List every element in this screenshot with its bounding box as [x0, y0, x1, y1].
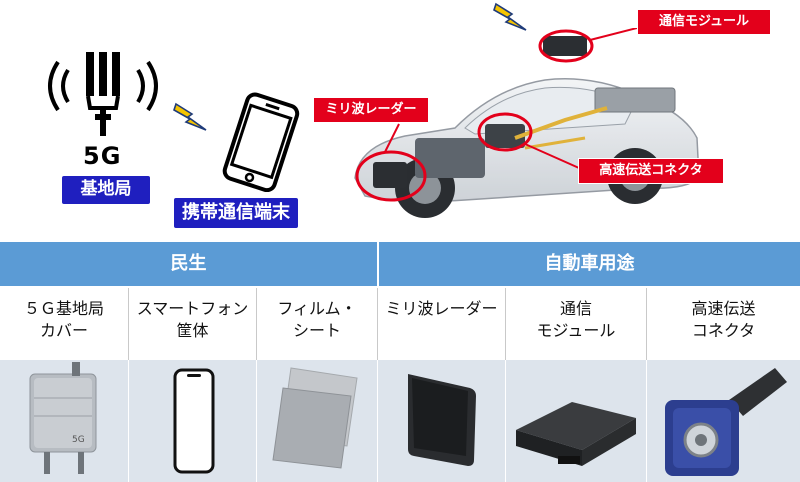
label-5g-base-station-cover: ５Ｇ基地局 カバー	[0, 288, 128, 360]
label-line: ミリ波レーダー	[385, 299, 498, 318]
antenna-cover-icon: 5G	[0, 360, 128, 482]
cover-5g-badge: 5G	[72, 435, 85, 445]
label-line: 通信	[559, 299, 592, 318]
callout-millimeter-radar: ミリ波レーダー	[313, 97, 429, 123]
film-sheet-icon	[256, 360, 377, 482]
label-film-sheet: フィルム・ シート	[256, 288, 377, 360]
label-line: 高速伝送	[691, 299, 756, 318]
label-line: 筐体	[176, 321, 209, 340]
connector-icon	[646, 360, 800, 482]
label-smartphone-housing: スマートフォン 筐体	[128, 288, 256, 360]
label-line: カバー	[39, 321, 88, 340]
label-line: ５Ｇ基地局	[23, 299, 104, 318]
lightning-bolt-icon	[492, 0, 532, 36]
header-consumer: 民生	[0, 242, 377, 286]
base-station-icon	[40, 48, 170, 158]
smartphone-icon	[128, 360, 256, 482]
label-line: スマートフォン	[136, 299, 249, 318]
callout-high-speed-connector: 高速伝送コネクタ	[578, 158, 724, 184]
car-illustration	[345, 28, 705, 238]
radar-module-icon	[377, 360, 505, 482]
mobile-terminal-label: 携帯通信端末	[174, 198, 298, 228]
header-automotive: 自動車用途	[379, 242, 800, 286]
tower-5g-text: 5G	[83, 142, 122, 170]
smartphone-icon	[205, 92, 315, 192]
label-line: コネクタ	[691, 321, 756, 340]
label-high-speed-connector: 高速伝送 コネクタ	[646, 288, 800, 360]
label-line: モジュール	[536, 321, 616, 340]
callout-communication-module: 通信モジュール	[637, 9, 771, 35]
illustration-area: 5G 基地局 携帯通信端末	[0, 0, 800, 240]
header-divider	[377, 242, 379, 286]
base-station-label: 基地局	[62, 176, 150, 204]
application-table: 民生 自動車用途 ５Ｇ基地局 カバー スマートフォン 筐体 フィルム・ シート …	[0, 242, 800, 482]
label-millimeter-radar: ミリ波レーダー	[377, 288, 505, 360]
label-line: シート	[292, 321, 341, 340]
label-line: フィルム・	[277, 299, 357, 318]
lightning-bolt-icon	[172, 100, 212, 136]
communication-module-icon	[505, 360, 646, 482]
label-communication-module: 通信 モジュール	[505, 288, 646, 360]
